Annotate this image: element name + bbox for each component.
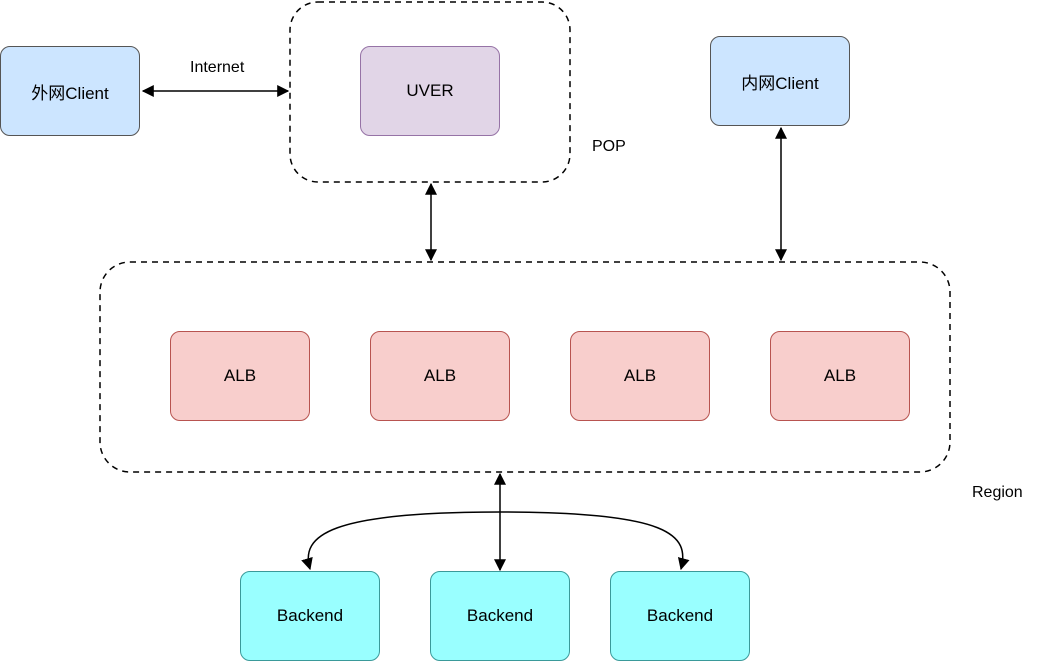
backend-node[interactable]: Backend bbox=[240, 571, 380, 661]
backend-node[interactable]: Backend bbox=[610, 571, 750, 661]
internal-client-node[interactable]: 内网Client bbox=[710, 36, 850, 126]
alb-node[interactable]: ALB bbox=[370, 331, 510, 421]
backend-node[interactable]: Backend bbox=[430, 571, 570, 661]
alb-node[interactable]: ALB bbox=[770, 331, 910, 421]
backend-fanout-connector bbox=[301, 511, 690, 571]
alb-node[interactable]: ALB bbox=[170, 331, 310, 421]
pop-label: POP bbox=[592, 138, 626, 155]
pop-group-boundary bbox=[289, 1, 571, 183]
uver-node[interactable]: UVER bbox=[360, 46, 500, 136]
region-label: Region bbox=[972, 484, 1023, 501]
internet-label: Internet bbox=[190, 59, 245, 76]
external-client-node[interactable]: 外网Client bbox=[0, 46, 140, 136]
alb-node[interactable]: ALB bbox=[570, 331, 710, 421]
